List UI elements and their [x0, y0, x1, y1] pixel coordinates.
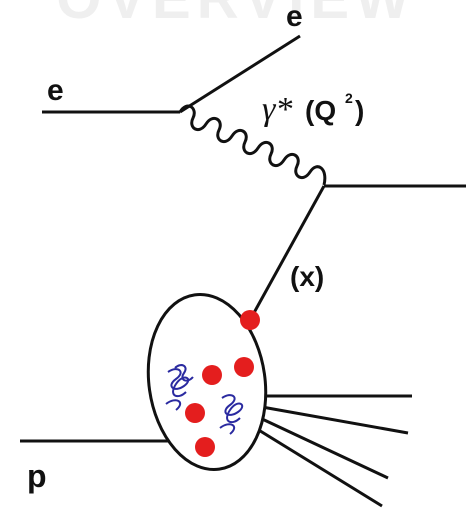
parton-dot	[234, 357, 254, 377]
watermark-text: OVERVIEW	[56, 0, 416, 31]
parton-dot	[195, 437, 215, 457]
remnant-jet-line-4	[256, 427, 383, 508]
gluon-2	[219, 394, 244, 435]
parton-fraction-label: (x)	[290, 261, 324, 292]
outgoing-electron-label: e	[286, 0, 303, 33]
incoming-electron-label: e	[47, 74, 64, 107]
photon-q-exponent: 2	[345, 90, 353, 106]
proton-label: p	[27, 458, 47, 494]
remnant-jet-line-3	[259, 416, 389, 480]
gluon-1-tail	[174, 364, 194, 382]
photon-gamma-label: γ*	[262, 91, 292, 128]
remnant-jet-line-2	[261, 405, 409, 435]
parton-dot	[202, 365, 222, 385]
virtual-photon-line	[178, 104, 327, 186]
struck-quark-line	[248, 185, 326, 321]
parton-dot	[185, 403, 205, 423]
photon-q-label: (Q	[305, 95, 336, 126]
struck-parton-dot	[240, 310, 260, 330]
gluon-1	[165, 368, 190, 411]
photon-close-paren: )	[355, 95, 364, 126]
outgoing-electron-line	[179, 34, 301, 114]
